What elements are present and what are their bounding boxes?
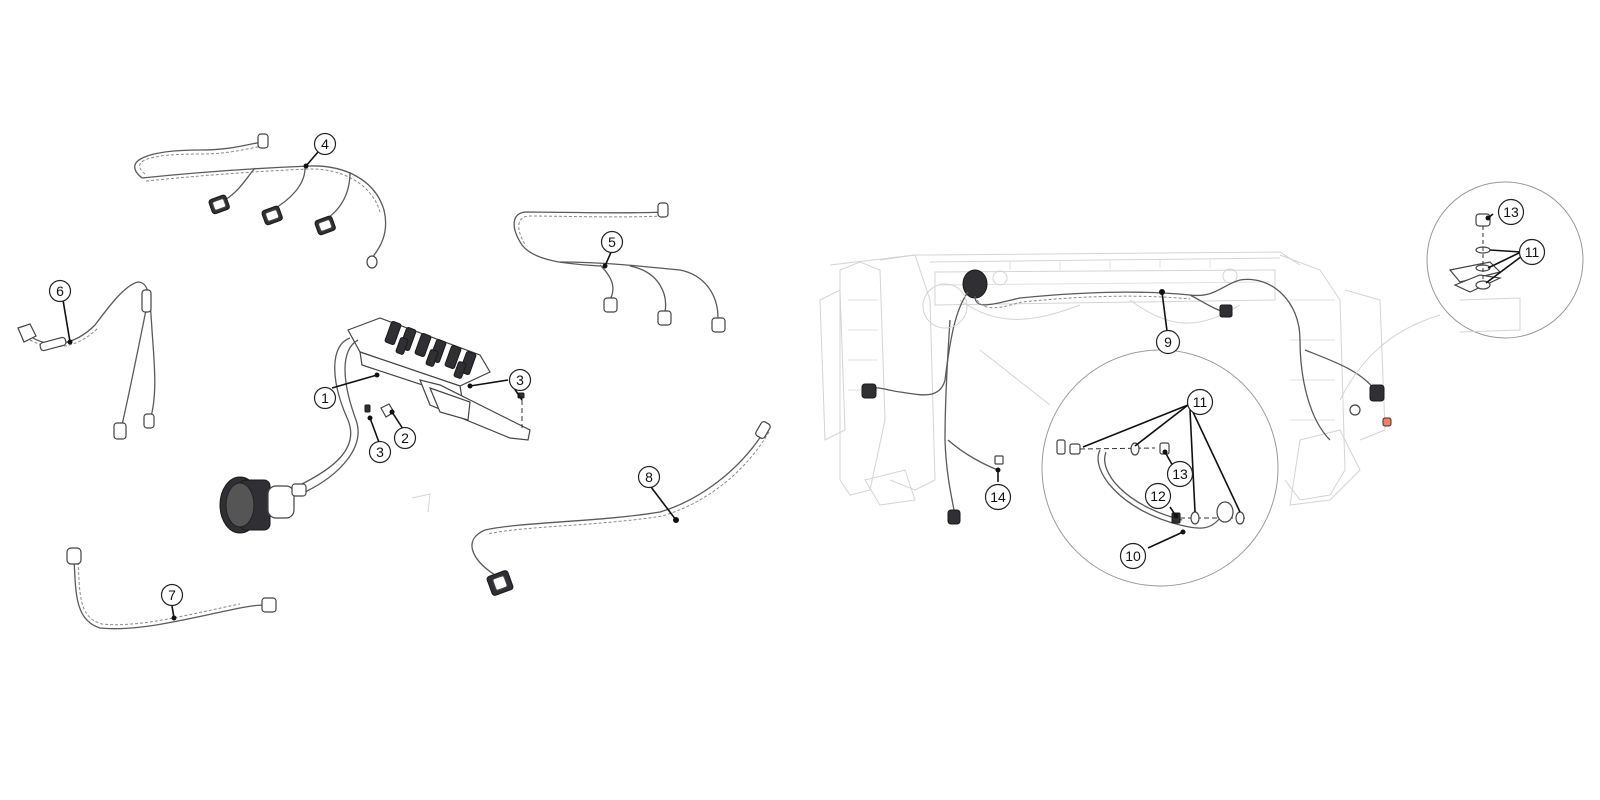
svg-text:4: 4 <box>321 136 329 152</box>
callout-1: 1 <box>313 386 337 410</box>
harness-part-4 <box>134 133 387 269</box>
vehicle-frame <box>819 251 1386 506</box>
svg-text:9: 9 <box>1164 334 1172 350</box>
callout-8: 8 <box>637 465 661 489</box>
svg-text:13: 13 <box>1503 204 1519 220</box>
svg-text:6: 6 <box>56 283 64 299</box>
callout-6: 6 <box>48 279 72 303</box>
callout-leaders <box>62 151 1523 621</box>
nut-part-3 <box>364 404 371 413</box>
svg-text:10: 10 <box>1125 548 1141 564</box>
callout-13: 13 <box>1166 460 1194 488</box>
callout-4: 4 <box>313 132 337 156</box>
junction-box-part-1 <box>219 317 531 534</box>
round-connector <box>219 476 307 534</box>
svg-text:11: 11 <box>1525 244 1540 260</box>
callout-11: 11 <box>1186 388 1214 416</box>
svg-text:5: 5 <box>608 234 616 250</box>
harness-part-7 <box>66 547 277 630</box>
svg-text:8: 8 <box>645 469 653 485</box>
svg-text:12: 12 <box>1150 488 1166 504</box>
left-panel <box>17 133 771 630</box>
detail-view-ground <box>979 349 1279 587</box>
detail-view-top-right <box>1339 181 1584 401</box>
callout-12: 12 <box>1144 482 1172 510</box>
svg-text:11: 11 <box>1193 394 1208 410</box>
callout-2: 2 <box>393 426 417 450</box>
svg-text:1: 1 <box>321 390 329 406</box>
callout-14: 14 <box>984 483 1012 511</box>
callout-10: 10 <box>1119 542 1147 570</box>
callout-9: 9 <box>1155 329 1181 355</box>
svg-text:3: 3 <box>376 444 384 460</box>
harness-part-5 <box>513 202 726 333</box>
harness-part-8 <box>471 421 771 596</box>
svg-text:3: 3 <box>516 372 524 388</box>
callout-3-right: 3 <box>508 368 532 392</box>
svg-text:14: 14 <box>990 489 1006 505</box>
callout-13-detail: 13 <box>1497 198 1525 226</box>
right-panel <box>819 181 1584 587</box>
callout-5: 5 <box>600 230 624 254</box>
callout-11-detail: 11 <box>1518 238 1546 266</box>
harness-part-6 <box>17 281 156 440</box>
svg-text:7: 7 <box>168 587 176 603</box>
callout-7: 7 <box>160 583 184 607</box>
svg-text:13: 13 <box>1172 466 1188 482</box>
fuse-row <box>384 321 477 379</box>
main-harness-part-9 <box>861 269 1392 525</box>
svg-text:2: 2 <box>401 430 409 446</box>
callout-bubbles: 1 2 3 3 4 5 6 7 8 9 10 11 11 12 13 13 14 <box>48 132 1546 607</box>
callout-3: 3 <box>368 440 392 464</box>
